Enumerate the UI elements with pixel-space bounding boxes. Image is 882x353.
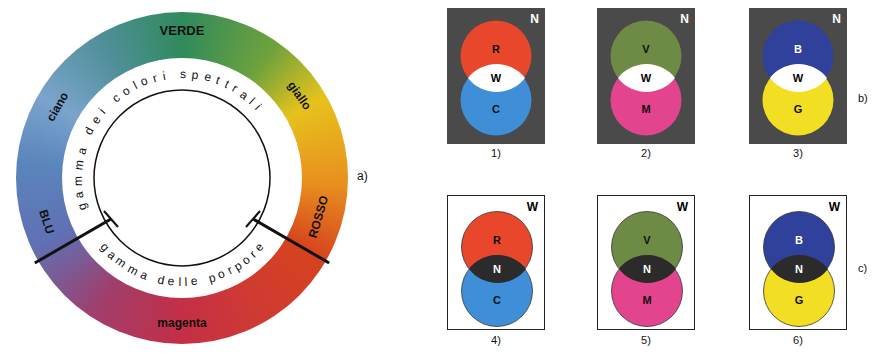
mix-letter: W	[468, 72, 525, 84]
overlap-lens: W	[618, 64, 675, 92]
mix-letter: N	[619, 263, 676, 275]
mix-letter: N	[469, 263, 526, 275]
color-letter: C	[461, 294, 533, 306]
arc-letter: m	[72, 175, 84, 185]
panel-number: 4)	[448, 334, 544, 347]
tick-crossbar	[104, 211, 118, 227]
arc-letter: e	[167, 275, 175, 288]
color-letter: R	[461, 234, 533, 246]
filter-panel: N2)VMW	[597, 8, 695, 144]
color-letter: V	[610, 43, 682, 55]
arc-letter: s	[180, 68, 186, 80]
background-letter: W	[829, 200, 840, 214]
color-letter: G	[762, 103, 834, 115]
lens-fill	[468, 64, 525, 92]
panel-number: 1)	[447, 147, 545, 160]
color-letter: R	[460, 43, 532, 55]
part-letter: b)	[858, 92, 868, 104]
disc-fill	[611, 21, 682, 92]
part-letter: c)	[858, 262, 867, 274]
wheel-center	[62, 58, 302, 298]
disc-fill	[462, 212, 533, 283]
panel-number: 3)	[749, 147, 847, 160]
arc-letter: l	[184, 276, 187, 288]
filter-panel: W6)BGN	[749, 195, 847, 330]
disc-fill	[462, 256, 533, 327]
filter-panel: W4)RCN	[447, 195, 545, 330]
disc-fill	[461, 65, 532, 136]
filter-panel: W5)VMN	[597, 195, 695, 330]
disc-fill	[763, 21, 834, 92]
panel-number: 5)	[598, 334, 694, 347]
background-letter: N	[530, 12, 539, 26]
color-letter: B	[763, 234, 835, 246]
part-letter: a)	[357, 170, 368, 183]
background-letter: W	[677, 200, 688, 214]
disc-fill	[611, 65, 682, 136]
arc-letter	[171, 68, 175, 80]
lens-fill	[469, 255, 526, 283]
background-letter: W	[527, 200, 538, 214]
color-letter: B	[762, 43, 834, 55]
hue-label: magenta	[157, 317, 206, 330]
panel-number: 2)	[597, 147, 695, 160]
filter-panel: N3)BGW	[749, 8, 847, 144]
lens-fill	[618, 64, 675, 92]
overlap-lens: N	[469, 255, 526, 283]
background-letter: N	[832, 12, 841, 26]
overlap-lens: W	[770, 64, 827, 92]
gamut-arc	[94, 90, 270, 266]
arc-letter: m	[72, 159, 85, 170]
disc-fill	[763, 65, 834, 136]
overlap-lens: N	[771, 255, 828, 283]
color-letter: V	[611, 234, 683, 246]
lens-fill	[619, 255, 676, 283]
background-letter: N	[680, 12, 689, 26]
lens-fill	[770, 64, 827, 92]
filter-panel: N1)RCW	[447, 8, 545, 144]
disc-fill	[461, 21, 532, 92]
arc-letter: l	[178, 276, 181, 288]
lens-fill	[771, 255, 828, 283]
disc-fill	[764, 212, 835, 283]
color-letter: G	[763, 294, 835, 306]
disc-fill	[612, 256, 683, 327]
arc-letter: e	[190, 275, 198, 288]
disc-fill	[764, 256, 835, 327]
panel-number: 6)	[750, 334, 846, 347]
mix-letter: W	[618, 72, 675, 84]
color-letter: C	[460, 103, 532, 115]
color-letter: M	[610, 103, 682, 115]
disc-fill	[612, 212, 683, 283]
tick-crossbar	[246, 211, 260, 227]
overlap-lens: N	[619, 255, 676, 283]
overlap-lens: W	[468, 64, 525, 92]
mix-letter: N	[771, 263, 828, 275]
color-letter: M	[611, 294, 683, 306]
mix-letter: W	[770, 72, 827, 84]
hue-label: VERDE	[160, 24, 205, 38]
